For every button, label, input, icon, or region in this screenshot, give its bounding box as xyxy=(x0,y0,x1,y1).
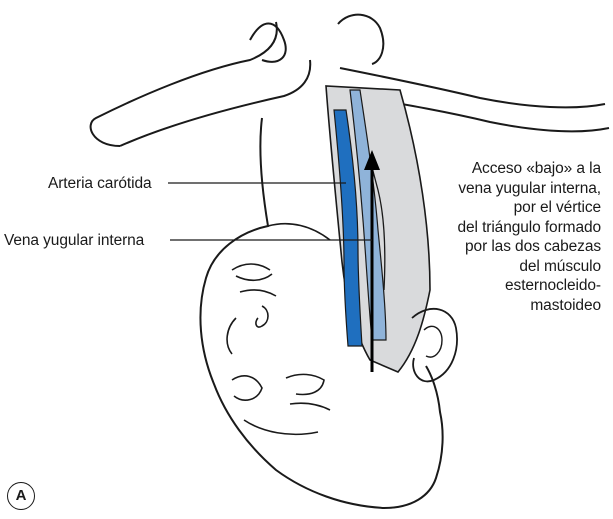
access-note: Acceso «bajo» a la vena yugular interna,… xyxy=(457,159,601,315)
access-note-line: por el vértice xyxy=(457,198,601,218)
access-note-line: vena yugular interna, xyxy=(457,179,601,199)
left-shoulder-curve xyxy=(250,24,286,62)
access-note-line: por las dos cabezas xyxy=(457,237,601,257)
access-note-line: del músculo xyxy=(457,257,601,277)
eye xyxy=(232,264,276,296)
chin xyxy=(244,420,318,434)
access-note-line: Acceso «bajo» a la xyxy=(457,159,601,179)
jaw-line xyxy=(268,224,330,240)
panel-letter-badge: A xyxy=(7,482,35,510)
access-note-line: del triángulo formado xyxy=(457,218,601,238)
access-note-line: mastoideo xyxy=(457,296,601,316)
mouth xyxy=(232,374,330,410)
ear-inner xyxy=(424,326,442,357)
internal-jugular-label: Vena yugular interna xyxy=(4,231,144,250)
nose xyxy=(227,306,268,354)
access-note-line: esternocleido- xyxy=(457,276,601,296)
left-clavicle-outline xyxy=(91,22,311,146)
carotid-artery-label: Arteria carótida xyxy=(48,174,152,193)
